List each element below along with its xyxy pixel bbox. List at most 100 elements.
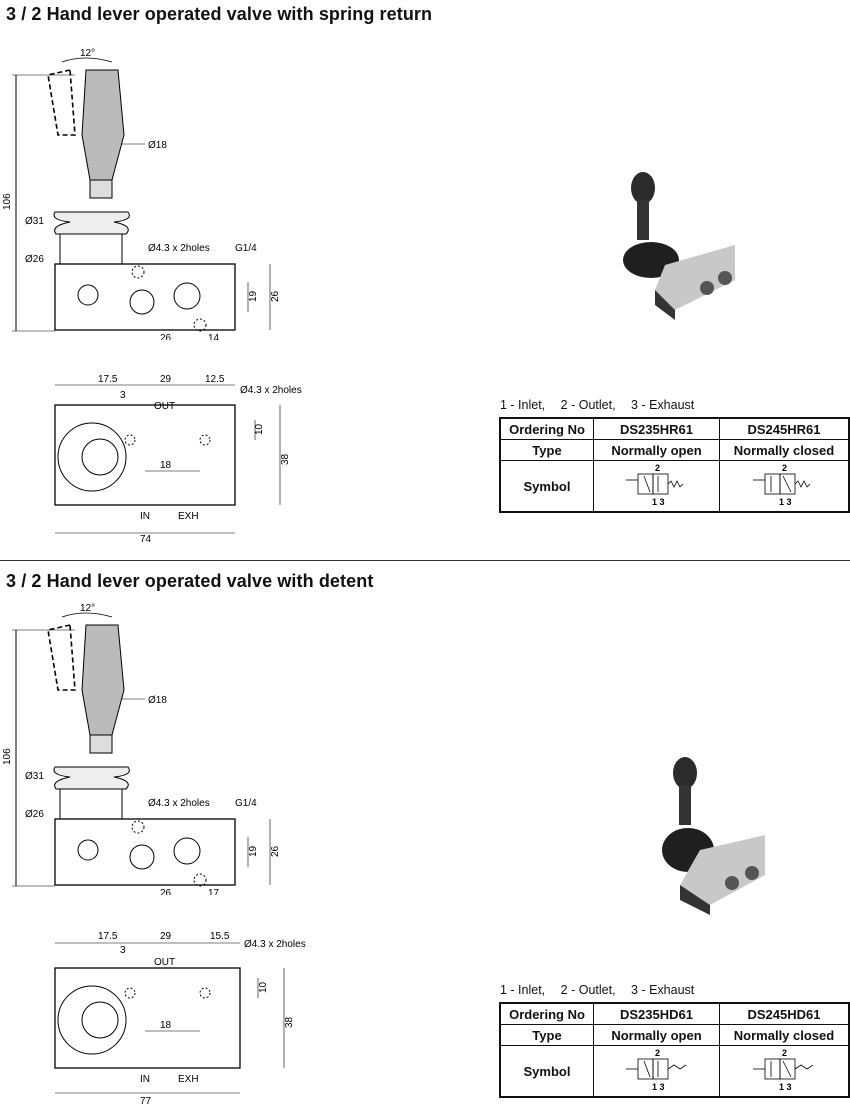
- table-cell: Ordering No: [499, 417, 594, 440]
- top-dim-d2: 29: [160, 374, 172, 385]
- top-dim-d3: 12.5: [205, 374, 225, 385]
- legend-inlet: 1 - Inlet,: [500, 398, 546, 412]
- pneumatic-symbol-icon: 2 1 3: [753, 1048, 814, 1092]
- table-cell: Type: [499, 439, 594, 461]
- top-label-exh: EXH: [178, 511, 199, 522]
- valve-photo: [662, 757, 765, 915]
- dim-bellow-dia: Ø31: [25, 771, 44, 782]
- top-label-in: IN: [140, 511, 150, 522]
- section-title-spring-return: 3 / 2 Hand lever operated valve with spr…: [6, 4, 433, 24]
- dim-w2: 14: [208, 333, 220, 340]
- side-view-drawing: 12° 106 Ø18 Ø31 Ø26 Ø4.3 x 2holes G1/4 1…: [2, 603, 281, 895]
- table-row: Ordering No DS235HR61 DS245HR61: [499, 417, 850, 440]
- table-cell: Type: [499, 1024, 594, 1046]
- dim-base-dia: Ø26: [25, 809, 44, 820]
- table-row: Ordering No DS235HD61 DS245HD61: [499, 1002, 850, 1025]
- dim-height: 106: [2, 193, 13, 210]
- dim-h2: 26: [270, 290, 281, 302]
- top-label-exh: EXH: [178, 1074, 199, 1085]
- top-label-out: OUT: [154, 957, 175, 968]
- table-cell: Symbol: [499, 1045, 594, 1098]
- top-dim-d2: 29: [160, 931, 172, 942]
- section-divider: [0, 560, 850, 561]
- sym-port-top: 2: [782, 1048, 787, 1058]
- top-view-drawing: 17.5 29 12.5 3 Ø4.3 x 2holes OUT 18 IN E…: [54, 374, 302, 545]
- table-cell: Normally open: [593, 1024, 720, 1046]
- dim-h1: 19: [248, 290, 259, 302]
- table-cell: Normally open: [593, 439, 720, 461]
- dim-angle: 12°: [80, 603, 95, 614]
- table-cell: Ordering No: [499, 1002, 594, 1025]
- valve-symbol-nc: 2 1 3: [719, 1045, 850, 1098]
- dim-height: 106: [2, 748, 13, 765]
- top-label-out: OUT: [154, 401, 175, 412]
- top-dim-mid: 18: [160, 460, 172, 471]
- top-view-drawing: 17.5 29 15.5 3 Ø4.3 x 2holes OUT 18 IN E…: [54, 931, 306, 1107]
- table-row: Type Normally open Normally closed: [499, 1024, 850, 1046]
- side-view-drawing: 12° 106 Ø18 Ø31 Ø26 Ø4.3 x 2holes G1/4 1…: [2, 48, 281, 340]
- table-row: Symbol 2 1 3 2 1 3: [499, 1045, 850, 1098]
- pneumatic-symbol-icon: 2 1 3: [625, 1048, 686, 1092]
- valve-symbol-nc: 2 1 3: [719, 460, 850, 513]
- table-cell: Normally closed: [719, 439, 850, 461]
- legend-exhaust: 3 - Exhaust: [631, 983, 695, 997]
- sym-port-bottom: 1 3: [652, 1082, 665, 1092]
- table-cell: DS245HD61: [719, 1002, 850, 1025]
- sym-port-top: 2: [655, 463, 660, 473]
- top-label-in: IN: [140, 1074, 150, 1085]
- top-dim-width: 74: [140, 534, 152, 545]
- top-dim-mid: 18: [160, 1020, 172, 1031]
- top-dim-d4: 3: [120, 390, 126, 401]
- dim-handle-dia: Ø18: [148, 695, 167, 706]
- dim-w1: 26: [160, 333, 172, 340]
- top-dim-d1: 17.5: [98, 931, 118, 942]
- port-legend: 1 - Inlet, 2 - Outlet, 3 - Exhaust: [500, 983, 706, 997]
- valve-symbol-no: 2 1 3: [593, 460, 720, 513]
- dim-port: G1/4: [235, 798, 257, 809]
- table-cell: DS235HD61: [593, 1002, 720, 1025]
- top-dim-d4: 3: [120, 945, 126, 956]
- sym-port-top: 2: [655, 1048, 660, 1058]
- table-cell: DS235HR61: [593, 417, 720, 440]
- legend-exhaust: 3 - Exhaust: [631, 398, 695, 412]
- table-row: Symbol 2 1 3 2 1 3: [499, 460, 850, 513]
- top-dim-h1: 10: [254, 423, 265, 435]
- top-dim-h2: 38: [284, 1016, 295, 1028]
- valve-photo: [623, 172, 735, 320]
- top-dim-holes: Ø4.3 x 2holes: [244, 939, 306, 950]
- dim-base-dia: Ø26: [25, 254, 44, 265]
- sym-port-bottom: 1 3: [779, 1082, 792, 1092]
- table-cell: DS245HR61: [719, 417, 850, 440]
- dim-handle-dia: Ø18: [148, 140, 167, 151]
- pneumatic-symbol-icon: 2 1 3: [625, 463, 683, 507]
- dim-h2: 26: [270, 845, 281, 857]
- sym-port-bottom: 1 3: [779, 497, 792, 507]
- dim-w1: 26: [160, 888, 172, 895]
- legend-inlet: 1 - Inlet,: [500, 983, 546, 997]
- top-dim-h2: 38: [280, 453, 291, 465]
- valve-symbol-no: 2 1 3: [593, 1045, 720, 1098]
- dim-holes: Ø4.3 x 2holes: [148, 243, 210, 254]
- dim-holes: Ø4.3 x 2holes: [148, 798, 210, 809]
- section-title-detent: 3 / 2 Hand lever operated valve with det…: [6, 571, 374, 591]
- ordering-table: Ordering No DS235HD61 DS245HD61 Type Nor…: [499, 1002, 850, 1098]
- table-row: Type Normally open Normally closed: [499, 439, 850, 461]
- top-dim-h1: 10: [258, 981, 269, 993]
- table-cell: Normally closed: [719, 1024, 850, 1046]
- dim-w2: 17: [208, 888, 220, 895]
- table-cell: Symbol: [499, 460, 594, 513]
- legend-outlet: 2 - Outlet,: [560, 983, 616, 997]
- legend-outlet: 2 - Outlet,: [560, 398, 616, 412]
- top-dim-holes: Ø4.3 x 2holes: [240, 385, 302, 396]
- port-legend: 1 - Inlet, 2 - Outlet, 3 - Exhaust: [500, 398, 706, 412]
- sym-port-bottom: 1 3: [652, 497, 665, 507]
- ordering-table: Ordering No DS235HR61 DS245HR61 Type Nor…: [499, 417, 850, 513]
- dim-angle: 12°: [80, 48, 95, 59]
- top-dim-d3: 15.5: [210, 931, 230, 942]
- top-dim-d1: 17.5: [98, 374, 118, 385]
- top-dim-width: 77: [140, 1096, 152, 1107]
- pneumatic-symbol-icon: 2 1 3: [753, 463, 811, 507]
- dim-h1: 19: [248, 845, 259, 857]
- dim-bellow-dia: Ø31: [25, 216, 44, 227]
- sym-port-top: 2: [782, 463, 787, 473]
